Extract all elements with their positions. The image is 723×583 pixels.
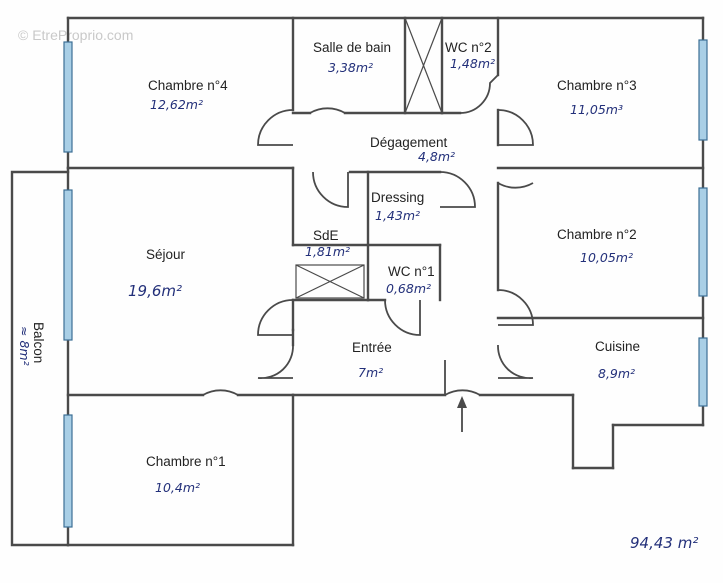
- door-sejour-b: [257, 344, 294, 380]
- room-area-dressing: 1,43m²: [375, 208, 420, 223]
- door-cuisine-a: [497, 289, 534, 326]
- room-area-cuisine: 8,9m²: [598, 366, 635, 381]
- door-chambre2: [497, 182, 534, 189]
- window-chambre2: [698, 187, 708, 297]
- shaft-cross-b: [404, 17, 443, 114]
- window-chambre1: [63, 414, 73, 528]
- door-salle-de-bain: [309, 107, 346, 114]
- room-name-cuisine: Cuisine: [595, 339, 640, 354]
- room-area-chambre2: 10,05m²: [580, 250, 633, 265]
- room-name-wc2: WC n°2: [445, 40, 492, 55]
- walls: [10, 16, 705, 547]
- door-wc2: [459, 74, 499, 114]
- door-chambre4: [257, 109, 294, 146]
- room-area-chambre1: 10,4m²: [155, 480, 200, 495]
- room-area-chambre3: 11,05m³: [570, 102, 623, 117]
- total-area: 94,43 m²: [630, 534, 698, 552]
- room-name-degagement: Dégagement: [370, 135, 448, 150]
- watermark: © EtreProprio.com: [18, 27, 133, 43]
- room-area-entree: 7m²: [358, 365, 383, 380]
- room-name-chambre4: Chambre n°4: [148, 78, 228, 93]
- room-name-chambre3: Chambre n°3: [557, 78, 637, 93]
- room-name-chambre1: Chambre n°1: [146, 454, 226, 469]
- room-area-balcon: ≈ 8m²: [17, 326, 32, 366]
- door-entrance: [444, 360, 481, 396]
- door-cuisine-b: [497, 344, 534, 380]
- doors: [202, 74, 534, 432]
- shafts: [295, 17, 443, 299]
- door-chambre3: [497, 109, 534, 146]
- room-name-wc1: WC n°1: [388, 264, 435, 279]
- room-area-wc1: 0,68m²: [386, 281, 431, 296]
- window-sejour: [63, 189, 73, 341]
- room-name-dressing: Dressing: [371, 190, 424, 205]
- shaft-box-top: [404, 17, 443, 114]
- balcony-outline: [10, 170, 70, 547]
- room-name-entree: Entrée: [352, 340, 392, 355]
- room-name-chambre2: Chambre n°2: [557, 227, 637, 242]
- window-chambre3: [698, 39, 708, 141]
- room-name-sejour: Séjour: [146, 247, 186, 262]
- shaft-box-sde: [295, 264, 365, 299]
- window-cuisine: [698, 337, 708, 407]
- room-name-salle-de-bain: Salle de bain: [313, 40, 391, 55]
- window-chambre4: [63, 41, 73, 153]
- room-area-chambre4: 12,62m²: [150, 97, 203, 112]
- room-area-salle-de-bain: 3,38m²: [328, 60, 373, 75]
- door-sde: [312, 171, 349, 208]
- door-chambre1: [202, 389, 239, 396]
- room-name-balcon: Balcon: [31, 322, 46, 363]
- door-wc1: [384, 299, 421, 336]
- entrance-arrow-head: [457, 396, 467, 408]
- room-area-sde: 1,81m²: [305, 244, 350, 259]
- windows: [63, 39, 708, 528]
- door-dressing: [439, 171, 476, 208]
- room-area-wc2: 1,48m²: [450, 56, 495, 71]
- room-area-sejour: 19,6m²: [128, 282, 182, 300]
- door-sejour: [257, 299, 294, 336]
- shaft-sde-cross-b: [295, 264, 365, 299]
- room-name-sde: SdE: [313, 228, 339, 243]
- room-area-degagement: 4,8m²: [418, 149, 455, 164]
- room-labels: Chambre n°4 12,62m² Salle de bain 3,38m²…: [17, 40, 698, 552]
